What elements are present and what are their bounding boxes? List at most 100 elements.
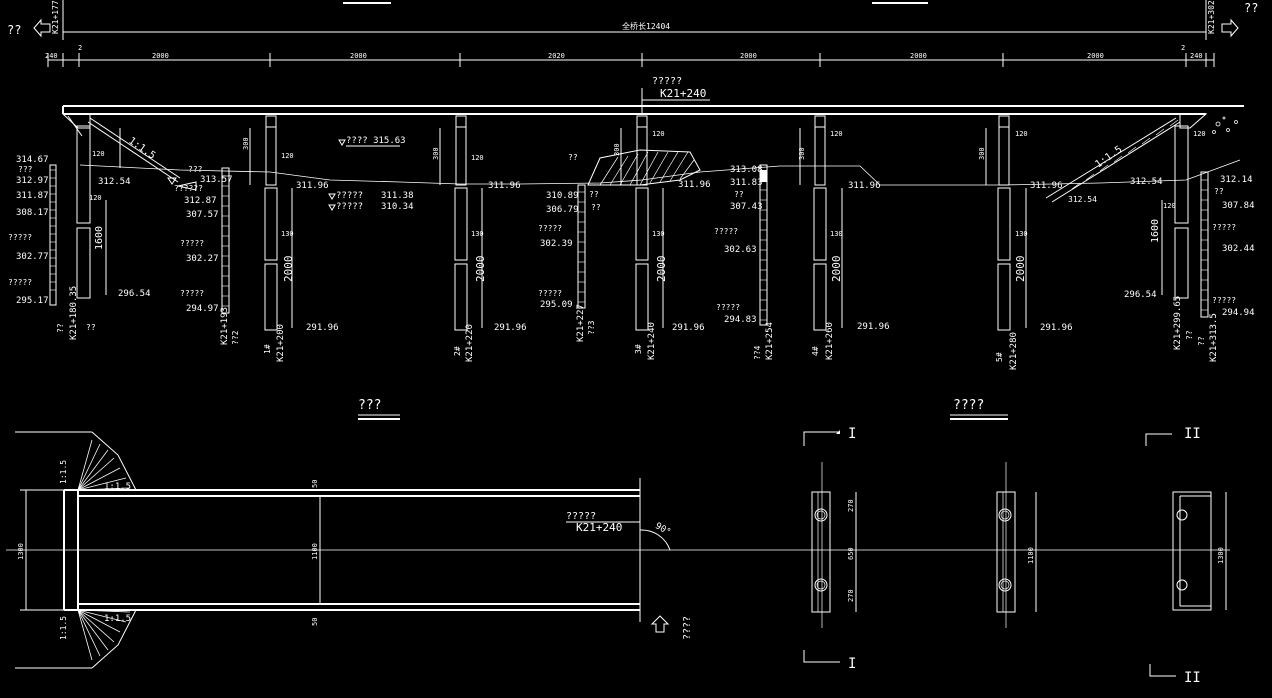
lb-label-4: 308.17 — [16, 208, 49, 218]
lb-label-8: 295.17 — [16, 296, 49, 306]
pier3-station: K21+240 — [647, 322, 657, 360]
pier1-mid: 130 — [281, 230, 294, 238]
water-level-annotations: ???? 315.63 ????? 311.38 ????? 310.34 — [328, 136, 414, 212]
lb-label-0: 314.67 — [16, 155, 49, 165]
dim-span-6: 2000 — [1087, 52, 1104, 60]
section-i-dim-2: 650 — [847, 547, 855, 560]
left-borehole: 314.67 ??? 312.97 311.87 308.17 ????? 30… — [8, 155, 96, 340]
pier1-height: 300 — [242, 137, 250, 150]
pier-5: 300 120 130 311.96 2000 291.96 K21+280 5… — [978, 115, 1073, 370]
pier2-height: 300 — [432, 147, 440, 160]
bh2-label-7: ????? — [180, 289, 204, 298]
dim-span-3: 2020 — [548, 52, 565, 60]
right-abut-cap2-label: 120 — [1163, 202, 1176, 210]
plan-view: ??? 1300 1100 50 50 — [6, 398, 1230, 669]
bh4-label-3: 307.43 — [730, 202, 763, 212]
plan-center-label: ????? — [566, 511, 596, 522]
dim-span-1: 2000 — [152, 52, 169, 60]
pier-4: 300 120 130 311.96 2000 291.96 K21+260 4… — [798, 115, 890, 360]
right-direction-label: ?? — [1244, 1, 1258, 15]
dim-end-right: 240 — [1190, 52, 1203, 60]
level-b-name: ????? — [336, 202, 363, 212]
pier2-station: K21+220 — [465, 324, 475, 362]
pier5-top: 311.96 — [1030, 181, 1063, 191]
plan-side-bottom: 1:1.5 — [59, 616, 68, 640]
section-marker-i-top: I — [848, 426, 856, 442]
bh4-label-2: ?? — [734, 190, 744, 199]
left-abut-cap2-label: 120 — [89, 194, 102, 202]
center-name-label: ????? — [652, 76, 682, 87]
left-station-label: K21+177.5 — [51, 0, 60, 34]
bh2-label-8: 294.97 — [186, 304, 219, 314]
section-i-dim-1: 270 — [847, 499, 855, 512]
section-marker-ii-top: II — [1184, 426, 1201, 442]
pier2-mid: 130 — [471, 230, 484, 238]
section-marker-ii-bottom: II — [1184, 670, 1201, 686]
right-abut-station: K21+299.65 — [1173, 296, 1183, 350]
water-level-label: ???? 315.63 — [346, 136, 406, 146]
angle-arc — [639, 529, 671, 551]
plan-angle: 90° — [653, 521, 672, 538]
bh2-label-6: 302.27 — [186, 254, 219, 264]
plan-center-station: K21+240 — [576, 521, 622, 534]
bh3-label-1: 310.89 — [546, 191, 579, 201]
borehole-2: ??? 313.57 ?????? 312.87 307.57 ????? 30… — [174, 165, 240, 345]
pier4-num: 4# — [811, 346, 820, 356]
dim-gap-left: 2 — [78, 44, 82, 52]
lb-label-3: 311.87 — [16, 191, 49, 201]
right-borehole: 312.14 ?? 307.84 ????? 302.44 ????? 294.… — [1197, 171, 1255, 362]
right-arrow-icon — [1221, 18, 1239, 38]
total-length-label: 全桥长12404 — [622, 21, 670, 31]
ground-profile-line — [79, 159, 1241, 186]
rb-label-0: 312.14 — [1220, 175, 1253, 185]
bh3-layer-2: ?? — [591, 203, 601, 212]
top-station-markers: K21+177.5 K21+302 ?? ?? — [7, 0, 1258, 40]
plan-arrow-label: ???? — [682, 616, 693, 640]
level-b-value: 310.34 — [381, 202, 414, 212]
up-arrow-icon — [650, 615, 670, 633]
pier5-mid: 130 — [1015, 230, 1028, 238]
pier4-height: 300 — [798, 147, 806, 160]
plan-side-top: 1:1.5 — [59, 460, 68, 484]
rb-label-4: 302.44 — [1222, 244, 1255, 254]
pier2-cap: 120 — [471, 154, 484, 162]
pier5-num: 5# — [995, 352, 1004, 362]
pier4-cap: 120 — [830, 130, 843, 138]
pier1-cap: 120 — [281, 152, 294, 160]
bh2-label-2: ?????? — [174, 184, 203, 193]
bh2-label-4: 307.57 — [186, 210, 219, 220]
left-arrow-icon — [33, 18, 51, 38]
borehole-4: 313.08 311.83 ?? 307.43 ????? 302.63 ???… — [714, 164, 775, 360]
section-i-dim-3: 270 — [847, 589, 855, 602]
dim-span-4: 2000 — [740, 52, 757, 60]
right-station-label: K21+302 — [1207, 0, 1216, 34]
pier3-height: 300 — [613, 143, 621, 156]
rb-station: K21+313.5 — [1209, 313, 1219, 362]
pier2-top: 311.96 — [488, 181, 521, 191]
left-abutment: 1:1.5 120 120 312.54 296.54 1600 — [61, 113, 197, 299]
pier2-len: 2000 — [474, 256, 487, 283]
rb-name: ?? — [1197, 336, 1206, 346]
left-direction-label: ?? — [7, 23, 21, 37]
elevation-deck: ????? K21+240 — [62, 76, 1244, 115]
lb-label-6: 302.77 — [16, 252, 49, 262]
bh2-station: K21+193 — [220, 307, 230, 345]
pier1-len: 2000 — [282, 256, 295, 283]
pier4-station: K21+260 — [825, 322, 835, 360]
pier3-cap: 120 — [652, 130, 665, 138]
pier1-bottom: 291.96 — [306, 323, 339, 333]
pier5-bottom: 291.96 — [1040, 323, 1073, 333]
bh4-label-1: 311.83 — [730, 178, 763, 188]
right-abut-top-label: 312.54 — [1130, 177, 1163, 187]
pier1-top: 311.96 — [296, 181, 329, 191]
plan-width-inner: 1100 — [311, 543, 319, 560]
plan-edge-bottom: 50 — [311, 618, 319, 626]
bh3-label-6: 295.09 — [540, 300, 573, 310]
lb-label-2: 312.97 — [16, 176, 49, 186]
bh2-label-1: 313.57 — [200, 175, 233, 185]
pier1-station: K21+200 — [276, 324, 286, 362]
bh3-label-5: ????? — [538, 289, 562, 298]
section-b-width: 1100 — [1027, 547, 1035, 564]
pier5-cap: 120 — [1015, 130, 1028, 138]
